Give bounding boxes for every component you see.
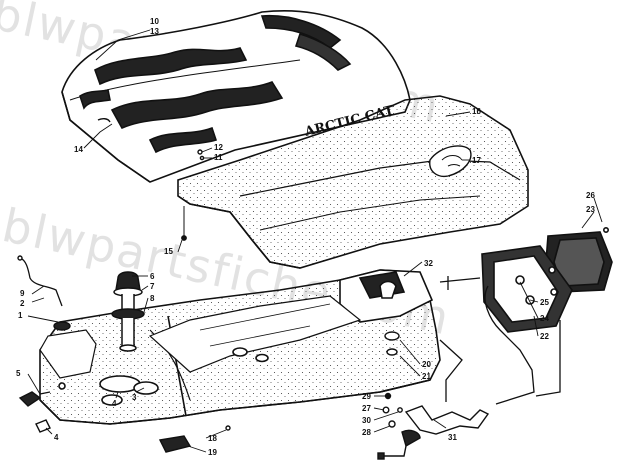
callout-13: 13 [150, 27, 159, 36]
callout-27: 27 [362, 404, 371, 413]
callout-6: 6 [150, 272, 155, 281]
body-hood [177, 95, 529, 269]
callout-28: 28 [362, 428, 371, 437]
chassis-belly-pan [39, 269, 441, 425]
callout-11: 11 [214, 153, 223, 162]
callout-9: 9 [20, 289, 25, 298]
callout-16: 16 [472, 107, 481, 116]
callout-4-lower: 4 [54, 433, 59, 442]
callout-32: 32 [424, 259, 433, 268]
taillight-housing [481, 245, 573, 333]
callout-31: 31 [448, 433, 457, 442]
callout-8: 8 [150, 294, 155, 303]
callout-23: 23 [586, 205, 595, 214]
callout-labels: 10 13 14 12 11 16 17 15 26 23 9 2 1 6 7 … [16, 17, 595, 457]
wiring-harness [439, 276, 561, 405]
callout-7: 7 [150, 282, 155, 291]
callout-21: 21 [422, 372, 431, 381]
callout-4-upper: 4 [112, 399, 117, 408]
callout-20: 20 [422, 360, 431, 369]
hardware-parts [17, 117, 490, 460]
callout-25: 25 [540, 298, 549, 307]
callout-17: 17 [472, 156, 481, 165]
callout-29: 29 [362, 392, 371, 401]
callout-24: 24 [540, 314, 549, 323]
callout-2: 2 [20, 299, 25, 308]
callout-30: 30 [362, 416, 371, 425]
seat [61, 9, 411, 183]
callout-14: 14 [74, 145, 83, 154]
callout-19: 19 [208, 448, 217, 457]
callout-12: 12 [214, 143, 223, 152]
callout-5: 5 [16, 369, 21, 378]
callout-1: 1 [18, 311, 23, 320]
callout-18: 18 [208, 434, 217, 443]
fuel-cap [111, 271, 145, 352]
callout-26: 26 [586, 191, 595, 200]
callout-10: 10 [150, 17, 159, 26]
leader-lines [27, 29, 603, 453]
callout-15: 15 [164, 247, 173, 256]
callout-22: 22 [540, 332, 549, 341]
callout-3: 3 [132, 393, 137, 402]
fuel-grommet [53, 321, 71, 331]
